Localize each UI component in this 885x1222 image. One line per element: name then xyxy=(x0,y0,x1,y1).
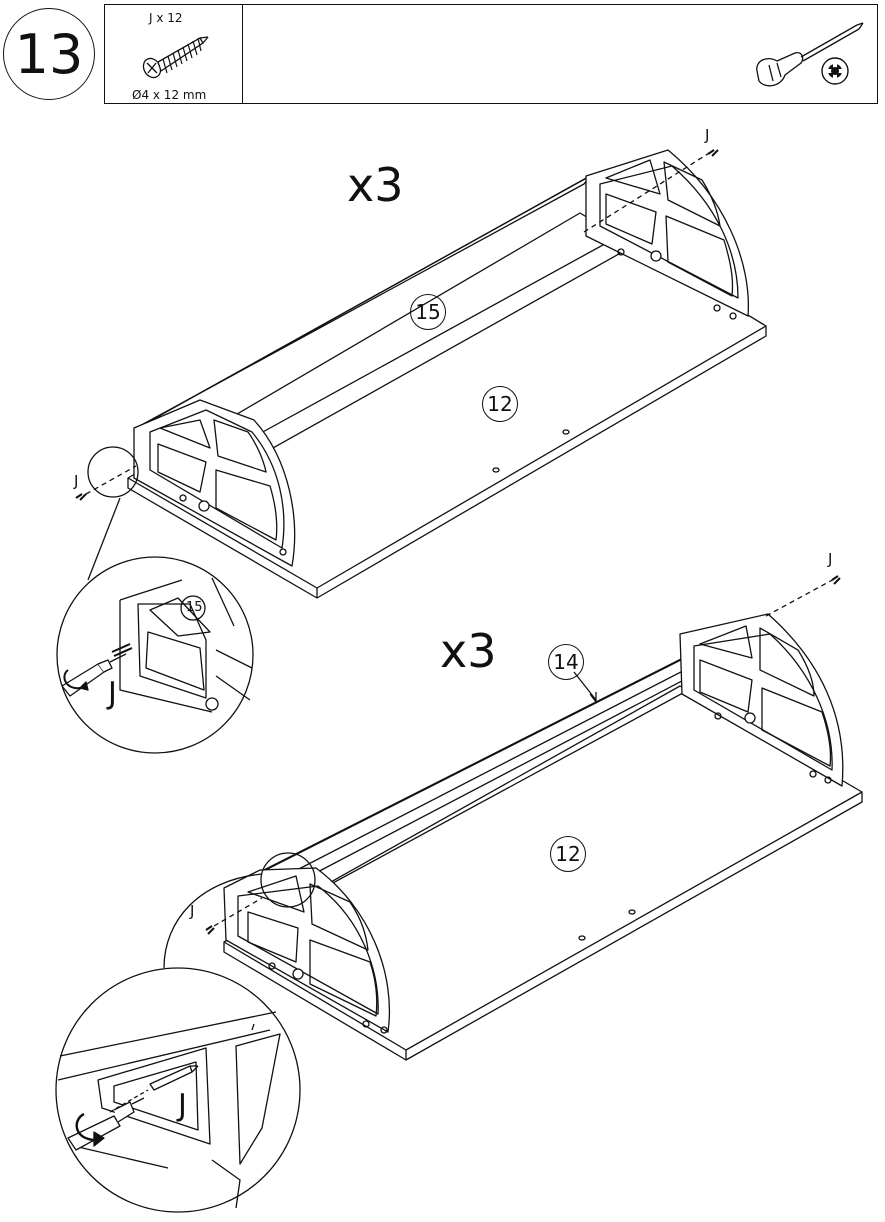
hardware-cell: J x 12 Ø4 x 12 mm xyxy=(105,5,243,103)
detail-upper-screw-label: J xyxy=(108,676,117,711)
upper-top-panel-badge: 15 xyxy=(410,294,446,330)
hardware-dimension-label: Ø4 x 12 mm xyxy=(132,88,207,102)
hardware-header: J x 12 Ø4 x 12 mm xyxy=(104,4,878,104)
phillips-head-icon xyxy=(821,57,849,85)
lower-top-panel-badge: 14 xyxy=(548,644,584,680)
lower-top-panel-number: 14 xyxy=(553,650,579,674)
step-number-badge: 13 xyxy=(3,8,95,100)
hardware-qty-label: J x 12 xyxy=(149,11,183,25)
screwdriver-icon xyxy=(756,22,864,87)
upper-top-panel-number: 15 xyxy=(415,300,441,324)
lower-screw-label-left: J xyxy=(190,902,195,920)
upper-base-panel-badge: 12 xyxy=(482,386,518,422)
screw-icon xyxy=(142,36,209,79)
lower-assembly-drawing xyxy=(163,575,863,1061)
lower-base-panel-number: 12 xyxy=(555,842,581,866)
upper-screw-label-right: J xyxy=(705,126,710,144)
detail-lower-screw-label: J xyxy=(178,1088,187,1123)
step-number: 13 xyxy=(14,22,84,86)
lower-quantity-label: x3 xyxy=(440,624,497,678)
upper-assembly-drawing xyxy=(75,149,767,599)
lower-screw-label-right: J xyxy=(828,550,833,568)
upper-quantity-label: x3 xyxy=(347,158,404,212)
lower-detail-view xyxy=(55,967,301,1213)
upper-screw-label-left: J xyxy=(74,472,79,490)
upper-base-panel-number: 12 xyxy=(487,392,513,416)
detail-panel-number: 15 xyxy=(186,600,203,615)
upper-detail-view xyxy=(56,556,254,754)
lower-base-panel-badge: 12 xyxy=(550,836,586,872)
